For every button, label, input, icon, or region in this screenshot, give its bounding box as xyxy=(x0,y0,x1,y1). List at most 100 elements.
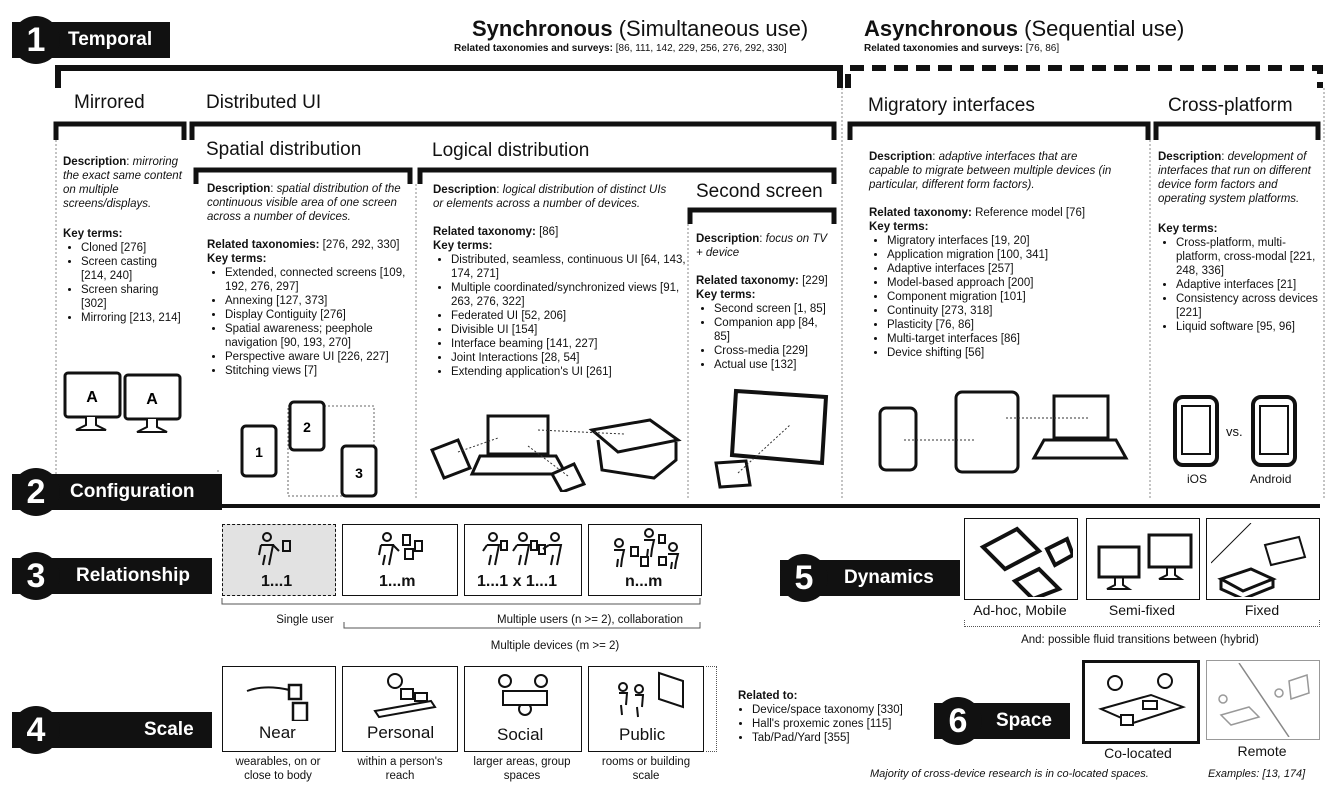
tablet-number-2: 2 xyxy=(303,419,311,435)
synchronous-title: Synchronous (Simultaneous use) xyxy=(472,16,809,41)
logical-devices-illustration xyxy=(430,414,682,492)
colocated-caption: Co-located xyxy=(1104,745,1172,761)
relationship-label-2: 1...m xyxy=(379,573,416,590)
dynamics-panel-fixed xyxy=(1206,518,1320,600)
relationship-panel-1: 1...1 xyxy=(222,524,336,596)
list-item: Perspective aware UI [226, 227] xyxy=(225,350,407,364)
dynamics-dotted-bracket xyxy=(964,620,1320,627)
list-item: Joint Interactions [28, 54] xyxy=(451,351,687,365)
colocated-note: Majority of cross-device research is in … xyxy=(870,768,1149,780)
list-item: Actual use [132] xyxy=(714,358,836,372)
tablet-number-3: 3 xyxy=(355,465,363,481)
second-screen-title: Second screen xyxy=(696,181,823,202)
dynamics-panel-semifixed xyxy=(1086,518,1200,600)
scale-panel-public: Public xyxy=(588,666,704,752)
android-phone-icon xyxy=(1251,395,1297,467)
logical-box: Description: logical distribution of dis… xyxy=(433,183,689,379)
list-item: Cross-platform, multi-platform, cross-mo… xyxy=(1176,236,1320,278)
list-item: Cross-media [229] xyxy=(714,344,836,358)
mirrored-monitors-illustration: A A xyxy=(63,371,182,433)
ios-phone-icon xyxy=(1173,395,1219,467)
personal-desk-icon xyxy=(373,673,437,719)
fixed-caption: Fixed xyxy=(1244,602,1280,618)
fixed-tabletop-icon xyxy=(1211,523,1307,597)
temporal-badge: 1 Temporal xyxy=(12,16,170,64)
adhoc-caption: Ad-hoc, Mobile xyxy=(973,602,1067,618)
list-item: Annexing [127, 373] xyxy=(225,294,407,308)
distributed-ui-title: Distributed UI xyxy=(206,92,322,113)
list-item: Cloned [276] xyxy=(81,241,183,255)
user-multi-device-icon xyxy=(378,532,423,566)
list-item: Screen sharing [302] xyxy=(81,283,183,311)
scale-related: Related to: Device/space taxonomy [330] … xyxy=(738,689,938,745)
cross-platform-box: Description: development of interfaces t… xyxy=(1158,150,1320,334)
relationship-number: 3 xyxy=(12,552,60,600)
space-panel-remote xyxy=(1206,660,1320,740)
scale-number: 4 xyxy=(12,706,60,754)
relationship-label-3: 1...1 x 1...1 xyxy=(477,573,558,590)
public-caption: rooms or building scale xyxy=(601,756,691,782)
scale-panel-near: Near xyxy=(222,666,336,752)
scale-badge: 4 Scale xyxy=(12,706,212,754)
migratory-devices-illustration xyxy=(878,390,1129,474)
semifixed-caption: Semi-fixed xyxy=(1108,602,1176,618)
configuration-label: Configuration xyxy=(70,481,195,502)
list-item: Multi-target interfaces [86] xyxy=(887,332,1139,346)
mobile-tablets-icon xyxy=(979,526,1073,597)
list-item: Companion app [84, 85] xyxy=(714,316,836,344)
mirrored-title: Mirrored xyxy=(74,92,145,113)
list-item: Spatial awareness; peephole navigation [… xyxy=(225,322,407,350)
scale-label: Scale xyxy=(144,719,194,740)
android-label: Android xyxy=(1250,472,1292,486)
configuration-rule xyxy=(58,504,1320,508)
ios-label: iOS xyxy=(1187,472,1208,486)
personal-caption: within a person's reach xyxy=(357,756,443,782)
list-item: Second screen [1, 85] xyxy=(714,302,836,316)
dynamics-note: And: possible fluid transitions between … xyxy=(1021,634,1259,646)
list-item: Interface beaming [141, 227] xyxy=(451,337,687,351)
multi-users-caption: Multiple users (n >= 2), collaboration xyxy=(496,614,683,626)
list-item: Component migration [101] xyxy=(887,290,1139,304)
spatial-tablets-illustration: 1 2 3 xyxy=(240,400,378,498)
asynchronous-title: Asynchronous (Sequential use) xyxy=(864,16,1185,41)
colocated-group-icon xyxy=(1098,673,1187,726)
list-item: Liquid software [95, 96] xyxy=(1176,320,1320,334)
list-item: Plasticity [76, 86] xyxy=(887,318,1139,332)
single-user-icon xyxy=(258,532,291,566)
multi-user-pair-icon xyxy=(482,532,563,566)
mirrored-box: Description: mirroring the exact same co… xyxy=(63,155,183,325)
monitor-letter-a: A xyxy=(86,389,98,406)
relationship-label: Relationship xyxy=(76,565,191,586)
many-users-devices-icon xyxy=(614,528,680,569)
remote-split-icon xyxy=(1218,663,1310,737)
vs-label: vs. xyxy=(1226,424,1243,439)
space-label: Space xyxy=(996,710,1052,731)
list-item: Distributed, seamless, continuous UI [64… xyxy=(451,253,687,281)
list-item: Device/space taxonomy [330] xyxy=(752,703,938,717)
remote-caption: Remote xyxy=(1237,743,1287,759)
space-panel-colocated xyxy=(1082,660,1200,744)
scale-dotted-bracket xyxy=(706,666,717,752)
dynamics-label: Dynamics xyxy=(844,567,934,588)
semi-fixed-monitors-icon xyxy=(1097,533,1193,590)
asynchronous-related: Related taxonomies and surveys: [76, 86] xyxy=(864,43,1060,54)
relationship-brackets xyxy=(221,598,701,629)
social-group-icon xyxy=(498,674,548,716)
temporal-number: 1 xyxy=(12,16,60,64)
list-item: Consistency across devices [221] xyxy=(1176,292,1320,320)
space-badge: 6 Space xyxy=(934,697,1070,745)
near-caption: wearables, on or close to body xyxy=(235,756,321,782)
scale-panel-personal: Personal xyxy=(342,666,458,752)
relationship-label-1: 1...1 xyxy=(261,573,293,590)
spatial-title: Spatial distribution xyxy=(206,139,362,160)
synchronous-related: Related taxonomies and surveys: [86, 111… xyxy=(454,43,787,54)
scale-label-near: Near xyxy=(259,723,296,742)
wearable-icon xyxy=(246,683,309,721)
migratory-box: Description: adaptive interfaces that ar… xyxy=(869,150,1139,360)
list-item: Extending application's UI [261] xyxy=(451,365,687,379)
relationship-label-4: n...m xyxy=(625,573,663,590)
scale-label-public: Public xyxy=(619,725,666,744)
list-item: Display Contiguity [276] xyxy=(225,308,407,322)
list-item: Migratory interfaces [19, 20] xyxy=(887,234,1139,248)
spatial-box: Description: spatial distribution of the… xyxy=(207,182,407,378)
